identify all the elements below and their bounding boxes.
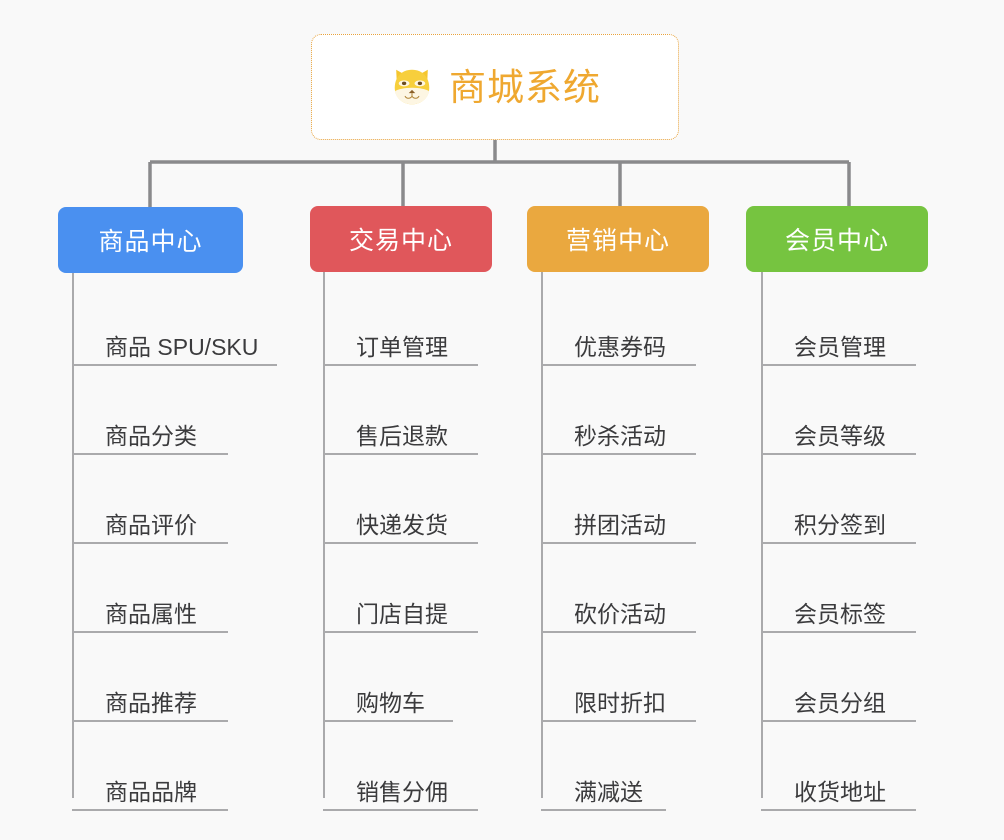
leaf-item[interactable]: 商品评价 xyxy=(72,455,228,544)
leaf-item[interactable]: 售后退款 xyxy=(323,366,478,455)
leaf-item[interactable]: 销售分佣 xyxy=(323,722,478,811)
leaf-label: 商品评价 xyxy=(105,511,197,538)
leaf-label: 订单管理 xyxy=(356,333,448,360)
leaf-item[interactable]: 会员分组 xyxy=(761,633,916,722)
leaf-label: 满减送 xyxy=(574,778,643,805)
category-card-marketing[interactable]: 营销中心 xyxy=(527,206,709,272)
leaf-label: 砍价活动 xyxy=(574,600,666,627)
leaf-item[interactable]: 会员管理 xyxy=(761,277,916,366)
category-label: 营销中心 xyxy=(565,227,670,255)
leaf-label: 商品属性 xyxy=(105,600,197,627)
leaf-item[interactable]: 优惠券码 xyxy=(541,277,696,366)
leaf-label: 会员分组 xyxy=(794,689,886,716)
leaf-label: 拼团活动 xyxy=(574,511,666,538)
leaf-column-marketing: 优惠券码 秒杀活动 拼团活动 砍价活动 限时折扣 满减送 xyxy=(541,277,696,811)
leaf-label: 商品推荐 xyxy=(105,689,197,716)
column-spine-product xyxy=(72,277,74,798)
leaf-item[interactable]: 会员标签 xyxy=(761,544,916,633)
leaf-label: 商品品牌 xyxy=(105,778,197,805)
leaf-label: 快递发货 xyxy=(356,511,448,538)
leaf-item[interactable]: 限时折扣 xyxy=(541,633,696,722)
leaf-item[interactable]: 门店自提 xyxy=(323,544,478,633)
leaf-label: 收货地址 xyxy=(794,778,886,805)
leaf-label: 商品 SPU/SKU xyxy=(105,333,259,360)
leaf-item[interactable]: 商品品牌 xyxy=(72,722,228,811)
leaf-item[interactable]: 商品推荐 xyxy=(72,633,228,722)
category-card-product[interactable]: 商品中心 xyxy=(58,207,243,273)
root-node[interactable]: 商城系统 xyxy=(311,34,679,140)
category-card-member[interactable]: 会员中心 xyxy=(746,206,928,272)
leaf-label: 会员标签 xyxy=(794,600,886,627)
leaf-item[interactable]: 满减送 xyxy=(541,722,666,811)
root-title: 商城系统 xyxy=(449,66,601,108)
leaf-item[interactable]: 商品分类 xyxy=(72,366,228,455)
leaf-item[interactable]: 砍价活动 xyxy=(541,544,696,633)
leaf-label: 销售分佣 xyxy=(356,778,448,805)
leaf-column-product: 商品 SPU/SKU 商品分类 商品评价 商品属性 商品推荐 商品品牌 xyxy=(72,277,277,811)
leaf-label: 优惠券码 xyxy=(574,333,666,360)
leaf-label: 门店自提 xyxy=(356,600,448,627)
leaf-label: 积分签到 xyxy=(794,511,886,538)
leaf-label: 秒杀活动 xyxy=(574,422,666,449)
column-spine-trade xyxy=(323,277,325,798)
category-label: 交易中心 xyxy=(348,227,453,255)
leaf-label: 会员管理 xyxy=(794,333,886,360)
leaf-label: 购物车 xyxy=(356,689,425,716)
leaf-label: 限时折扣 xyxy=(574,689,666,716)
leaf-item[interactable]: 拼团活动 xyxy=(541,455,696,544)
leaf-item[interactable]: 秒杀活动 xyxy=(541,366,696,455)
shiba-dog-icon xyxy=(394,69,430,105)
leaf-item[interactable]: 快递发货 xyxy=(323,455,478,544)
leaf-column-trade: 订单管理 售后退款 快递发货 门店自提 购物车 销售分佣 xyxy=(323,277,478,811)
leaf-item[interactable]: 会员等级 xyxy=(761,366,916,455)
leaf-item[interactable]: 积分签到 xyxy=(761,455,916,544)
leaf-item[interactable]: 订单管理 xyxy=(323,277,478,366)
column-spine-marketing xyxy=(541,277,543,798)
category-label: 会员中心 xyxy=(784,227,889,255)
leaf-item[interactable]: 购物车 xyxy=(323,633,453,722)
leaf-item[interactable]: 商品 SPU/SKU xyxy=(72,277,277,366)
leaf-column-member: 会员管理 会员等级 积分签到 会员标签 会员分组 收货地址 xyxy=(761,277,916,811)
category-card-trade[interactable]: 交易中心 xyxy=(310,206,492,272)
leaf-item[interactable]: 商品属性 xyxy=(72,544,228,633)
leaf-item[interactable]: 收货地址 xyxy=(761,722,916,811)
leaf-label: 售后退款 xyxy=(356,422,448,449)
category-label: 商品中心 xyxy=(98,228,203,256)
leaf-label: 商品分类 xyxy=(105,422,197,449)
leaf-label: 会员等级 xyxy=(794,422,886,449)
column-spine-member xyxy=(761,277,763,798)
